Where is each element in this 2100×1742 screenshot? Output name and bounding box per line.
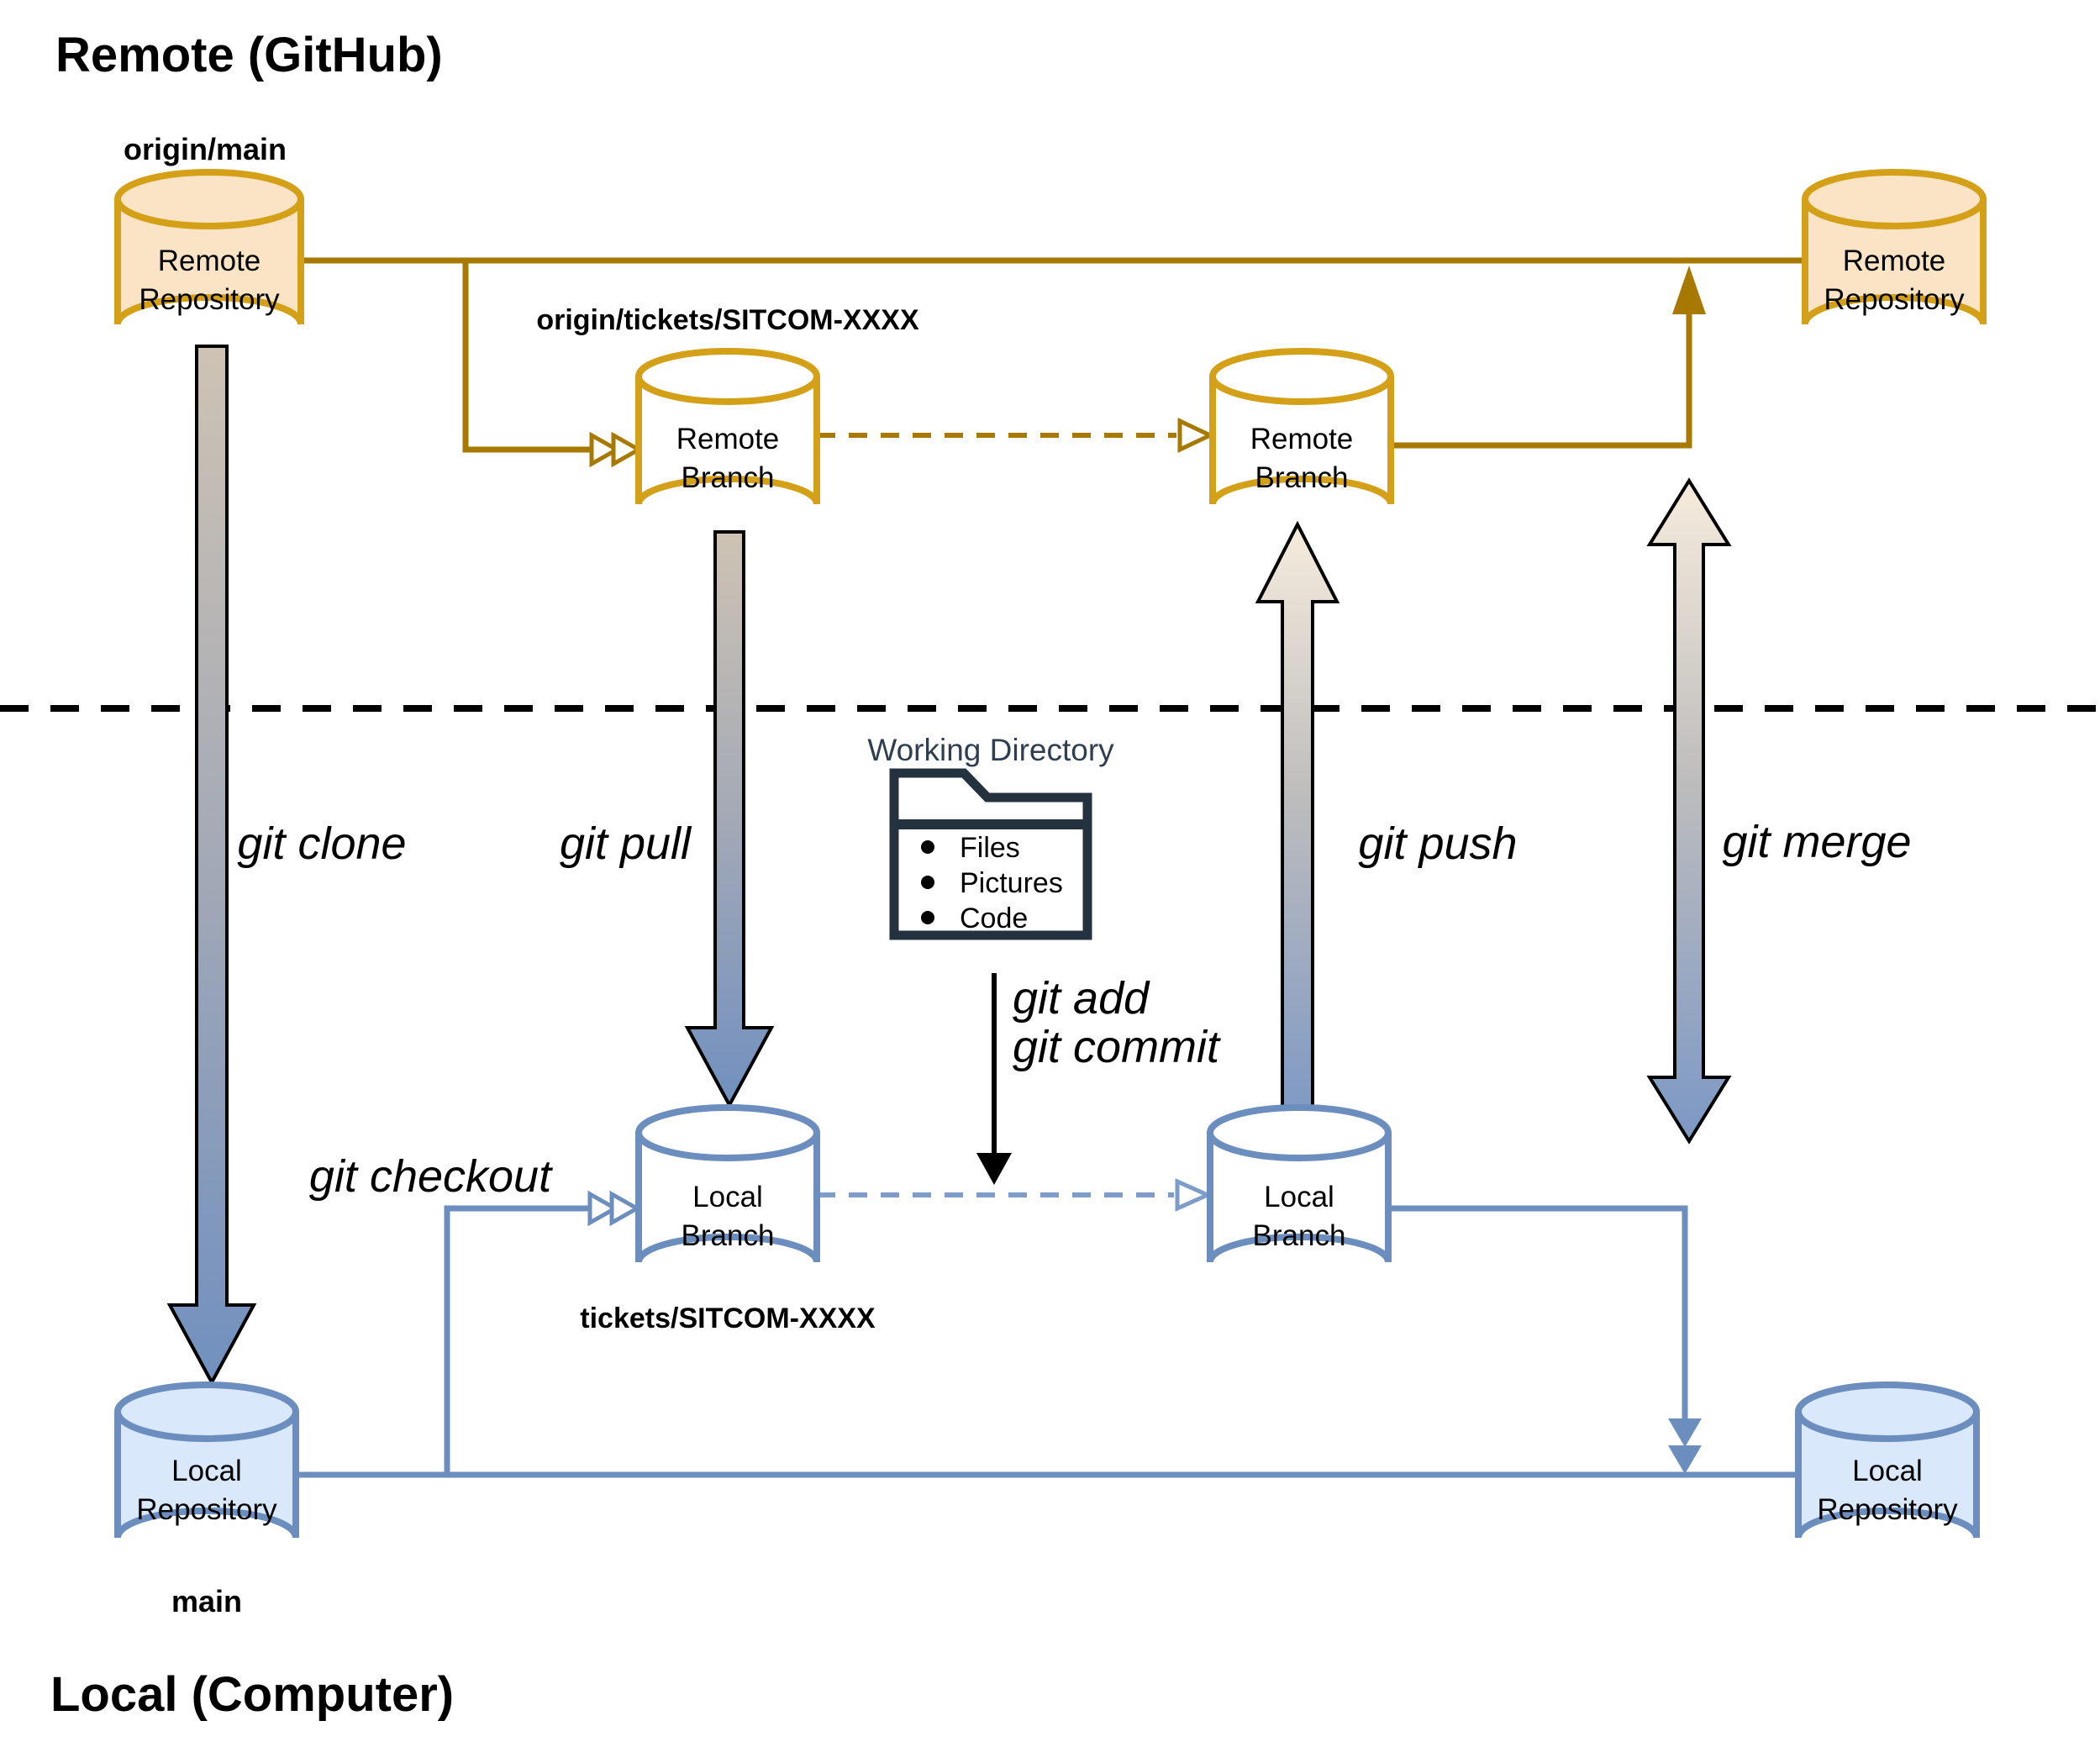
working-directory-item: Files	[960, 832, 1020, 864]
up-arrowhead-icon	[1672, 266, 1706, 314]
down-arrowhead-icon	[976, 1153, 1012, 1185]
double-chevron-arrow-icon	[587, 1190, 620, 1227]
double-chevron-arrow-icon	[611, 431, 644, 468]
cylinder-lid-icon	[1795, 1411, 1980, 1442]
down-chevron-arrowhead-icon	[1668, 1445, 1702, 1474]
git-add-label: git add	[1013, 973, 1150, 1024]
cylinder-lid-icon	[635, 376, 820, 405]
database-cylinder-icon	[114, 1381, 299, 1539]
git-push-arrow	[1255, 520, 1340, 1128]
down-chevron-arrowhead-icon	[1668, 1418, 1702, 1447]
cylinder-lid-icon	[114, 198, 304, 229]
local-merge-line	[1388, 1205, 1688, 1420]
double-chevron-arrow-icon	[609, 1190, 642, 1227]
database-cylinder-icon	[1802, 169, 1987, 325]
bullet-icon	[921, 840, 934, 854]
remote-branch-create-line	[462, 261, 590, 453]
cylinder-lid-icon	[1209, 376, 1394, 405]
remote-repo-main-tag: origin/main	[124, 132, 287, 166]
remote-merge-line	[1391, 314, 1692, 449]
git-checkout-label: git checkout	[309, 1151, 553, 1202]
local-branch-1-tag: tickets/SITCOM-XXXX	[580, 1303, 876, 1334]
git-clone-label: git clone	[237, 818, 406, 869]
folder-icon	[889, 768, 1092, 940]
cylinder-lid-icon	[1207, 1132, 1392, 1161]
git-push-label: git push	[1358, 818, 1517, 869]
working-directory-title: Working Directory	[867, 733, 1114, 767]
working-directory-item: Code	[960, 903, 1028, 934]
local-zone-title: Local (Computer)	[50, 1667, 454, 1722]
open-arrowhead-icon	[1175, 1178, 1213, 1212]
remote-branch-1-tag: origin/tickets/SITCOM-XXXX	[536, 304, 919, 336]
git-merge-label: git merge	[1722, 817, 1911, 867]
database-cylinder-icon	[1209, 348, 1394, 505]
git-checkout-line	[444, 1205, 590, 1472]
database-cylinder-icon	[114, 169, 304, 325]
git-merge-arrow	[1646, 477, 1732, 1145]
open-arrowhead-icon	[1177, 418, 1215, 453]
database-cylinder-icon	[635, 348, 820, 505]
bullet-icon	[921, 876, 934, 889]
database-cylinder-icon	[635, 1104, 820, 1263]
database-cylinder-icon	[1207, 1104, 1392, 1263]
cylinder-lid-icon	[635, 1132, 820, 1161]
working-directory: Working Directory Files Pictures Code	[867, 733, 1114, 940]
git-pull-arrow	[684, 530, 775, 1109]
git-commit-label: git commit	[1013, 1022, 1221, 1072]
working-directory-item: Pictures	[960, 867, 1063, 899]
git-pull-label: git pull	[560, 818, 692, 869]
cylinder-lid-icon	[114, 1411, 299, 1442]
remote-zone-title: Remote (GitHub)	[55, 28, 443, 82]
database-cylinder-icon	[1795, 1381, 1980, 1539]
bullet-icon	[921, 911, 934, 924]
double-chevron-arrow-icon	[589, 431, 622, 468]
cylinder-lid-icon	[1802, 198, 1987, 229]
git-clone-arrow	[166, 345, 257, 1387]
local-repo-main-tag: main	[171, 1584, 242, 1618]
